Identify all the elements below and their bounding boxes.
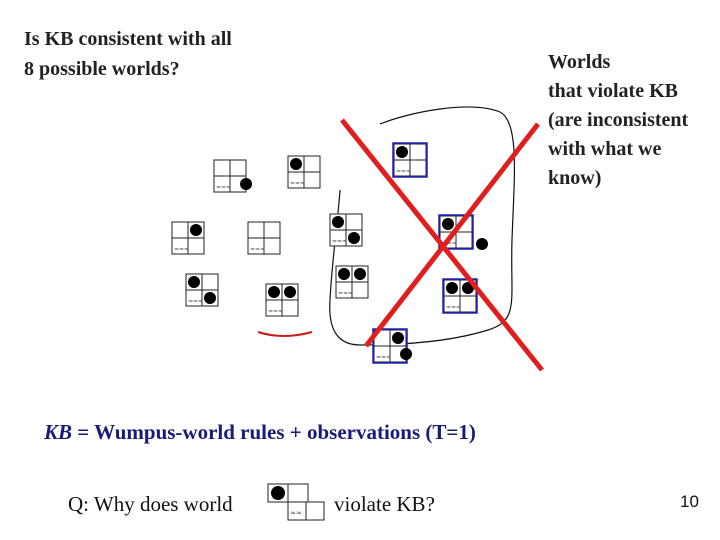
- question-world-icon: ≈≈: [267, 483, 325, 521]
- world-1: [213, 159, 252, 193]
- world-3: [171, 221, 205, 255]
- world-5: [329, 213, 363, 247]
- violating-worlds-label: Worlds that violate KB (are inconsistent…: [548, 51, 689, 189]
- page-number: 10: [680, 492, 699, 511]
- world-6: [185, 273, 219, 307]
- question-text-before: Q: Why does world: [68, 492, 233, 516]
- question-text-after: violate KB?: [334, 492, 435, 516]
- violating-world-2: [438, 214, 488, 250]
- world-2: [287, 155, 321, 189]
- kb-definition-rest: = Wumpus-world rules + observations (T=1…: [72, 420, 476, 444]
- boundary-curve: [329, 106, 516, 346]
- world-8: [335, 265, 369, 299]
- world-4: [247, 221, 281, 255]
- violating-world-1: [392, 142, 428, 178]
- svg-text:≈≈: ≈≈: [290, 509, 302, 517]
- red-cross-line-2: [364, 122, 540, 348]
- world-7: [265, 283, 299, 317]
- red-arc: [257, 331, 313, 337]
- slide-title: Is KB consistent with all 8 possible wor…: [24, 28, 232, 80]
- kb-symbol: KB: [44, 420, 73, 444]
- violating-world-4: [372, 328, 412, 364]
- kb-definition: KB = Wumpus-world rules + observations (…: [44, 420, 476, 445]
